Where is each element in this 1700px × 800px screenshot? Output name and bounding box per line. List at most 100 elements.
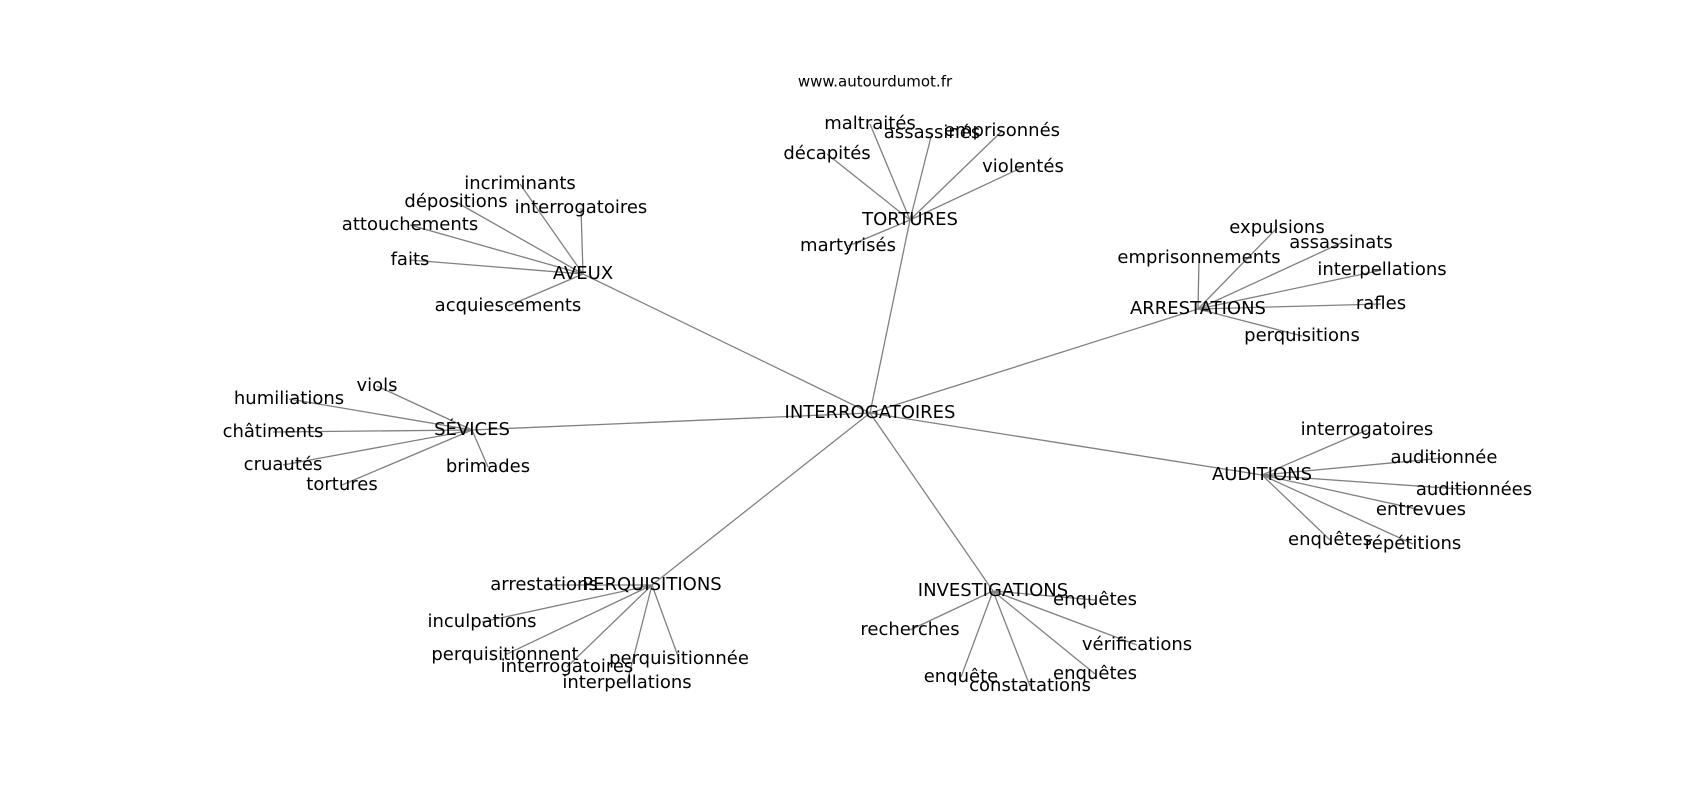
edge-sevices-leaf xyxy=(288,398,473,431)
leaf-word: rafles xyxy=(1356,293,1406,314)
edge-auditions-leaf xyxy=(1261,474,1414,545)
edge-sevices-leaf xyxy=(282,429,473,466)
edge-tortures-leaf xyxy=(847,219,911,247)
edge-investigations-leaf xyxy=(992,590,1031,687)
edge-auditions-leaf xyxy=(1261,474,1422,511)
leaf-word: interpellations xyxy=(1317,259,1446,280)
graph-edges xyxy=(272,123,1475,687)
edge-tortures-leaf xyxy=(869,123,911,221)
graph-labels: www.autourdumot.fr maltraitésassassinése… xyxy=(223,73,1533,697)
leaf-word: humiliations xyxy=(234,388,344,409)
edge-investigations-leaf xyxy=(960,590,994,678)
leaf-word: inculpations xyxy=(427,611,536,632)
edge-tortures-leaf xyxy=(826,153,911,221)
edge-tortures-leaf xyxy=(909,166,1024,221)
leaf-word: perquisitionnée xyxy=(609,648,749,669)
leaf-word: répétitions xyxy=(1365,533,1462,554)
leaf-word: interpellations xyxy=(562,672,691,693)
edge-investigations-leaf xyxy=(909,590,994,631)
edge-arrestations-leaf xyxy=(1197,257,1200,310)
edge-investigations-leaf xyxy=(992,590,1096,601)
edge-center-to-investigations xyxy=(869,412,994,592)
edge-aveux-leaf xyxy=(580,207,584,275)
leaf-word: décapités xyxy=(783,143,870,164)
cluster-node-arrestations: ARRESTATIONS xyxy=(1130,298,1266,319)
cluster-node-perquisitions: PERQUISITIONS xyxy=(582,574,721,595)
edge-sevices-leaf xyxy=(341,429,473,486)
leaf-word: brimades xyxy=(446,456,530,477)
edge-arrestations-leaf xyxy=(1197,227,1278,310)
edge-perquisitions-leaf xyxy=(504,584,653,656)
central-node: INTERROGATOIRES xyxy=(785,402,956,423)
leaf-word: recherches xyxy=(860,619,959,640)
edge-sevices-leaf xyxy=(376,385,473,431)
leaf-word: attouchements xyxy=(342,214,478,235)
leaf-word: enquêtes xyxy=(1288,529,1372,550)
edge-tortures-leaf xyxy=(909,130,1003,221)
leaf-word: cruautés xyxy=(244,454,323,475)
edge-aveux-leaf xyxy=(409,224,584,275)
leaf-word: assassinés xyxy=(884,122,980,143)
edge-center-to-arrestations xyxy=(869,308,1199,414)
edge-sevices-leaf xyxy=(471,429,489,468)
cluster-node-tortures: TORTURES xyxy=(861,209,958,230)
edge-aveux-leaf xyxy=(507,273,584,307)
leaf-word: assassinats xyxy=(1289,232,1392,253)
edge-center-to-auditions xyxy=(869,412,1263,476)
edge-aveux-leaf xyxy=(455,201,584,275)
leaf-word: emprisonnements xyxy=(1117,247,1280,268)
edge-perquisitions-leaf xyxy=(626,584,653,684)
cluster-node-aveux: AVEUX xyxy=(553,263,613,284)
leaf-word: interrogatoires xyxy=(1301,419,1434,440)
edge-arrestations-leaf xyxy=(1197,303,1382,310)
edge-aveux-leaf xyxy=(409,259,584,275)
leaf-word: interrogatoires xyxy=(501,656,634,677)
leaf-word: arrestations xyxy=(490,574,598,595)
edge-investigations-leaf xyxy=(992,590,1096,675)
leaf-word: tortures xyxy=(306,474,377,495)
leaf-word: violentés xyxy=(982,156,1064,177)
leaf-word: faits xyxy=(391,249,430,270)
edge-auditions-leaf xyxy=(1261,457,1445,476)
leaf-word: châtiments xyxy=(223,421,324,442)
edge-perquisitions-leaf xyxy=(651,584,680,660)
leaf-word: enquêtes xyxy=(1053,663,1137,684)
edge-arrestations-leaf xyxy=(1197,308,1303,337)
edge-center-to-aveux xyxy=(582,273,871,414)
leaf-word: incriminants xyxy=(464,173,576,194)
edge-perquisitions-leaf xyxy=(566,584,653,668)
leaf-word: constatations xyxy=(969,675,1091,696)
cluster-node-investigations: INVESTIGATIONS xyxy=(918,580,1068,601)
leaf-word: maltraités xyxy=(824,113,916,134)
leaf-word: interrogatoires xyxy=(515,197,648,218)
site-credit: www.autourdumot.fr xyxy=(798,73,953,91)
leaf-word: emprisonnés xyxy=(944,120,1060,141)
edge-tortures-leaf xyxy=(909,132,933,221)
edge-center-to-perquisitions xyxy=(651,412,871,586)
leaf-word: martyrisés xyxy=(800,235,896,256)
leaf-word: perquisitions xyxy=(1244,325,1360,346)
leaf-word: perquisitionnent xyxy=(431,644,578,665)
leaf-word: auditionnée xyxy=(1391,447,1498,468)
cluster-node-sevices: SÉVICES xyxy=(434,418,510,440)
edge-center-to-sevices xyxy=(471,412,871,431)
leaf-word: auditionnées xyxy=(1416,479,1532,500)
edge-auditions-leaf xyxy=(1261,474,1331,541)
leaf-word: vérifications xyxy=(1082,634,1192,655)
edge-auditions-leaf xyxy=(1261,429,1368,476)
edge-auditions-leaf xyxy=(1261,474,1475,491)
edge-aveux-leaf xyxy=(519,183,584,275)
leaf-word: viols xyxy=(356,375,397,396)
cluster-node-auditions: AUDITIONS xyxy=(1212,464,1312,485)
leaf-word: expulsions xyxy=(1229,217,1324,238)
edge-sevices-leaf xyxy=(272,429,473,433)
leaf-word: enquête xyxy=(924,666,999,687)
edge-arrestations-leaf xyxy=(1197,242,1342,310)
edge-perquisitions-leaf xyxy=(481,584,653,623)
leaf-word: dépositions xyxy=(404,191,507,212)
edge-investigations-leaf xyxy=(992,590,1138,646)
edge-center-to-tortures xyxy=(869,219,911,414)
leaf-word: enquêtes xyxy=(1053,589,1137,610)
edge-arrestations-leaf xyxy=(1197,269,1383,310)
